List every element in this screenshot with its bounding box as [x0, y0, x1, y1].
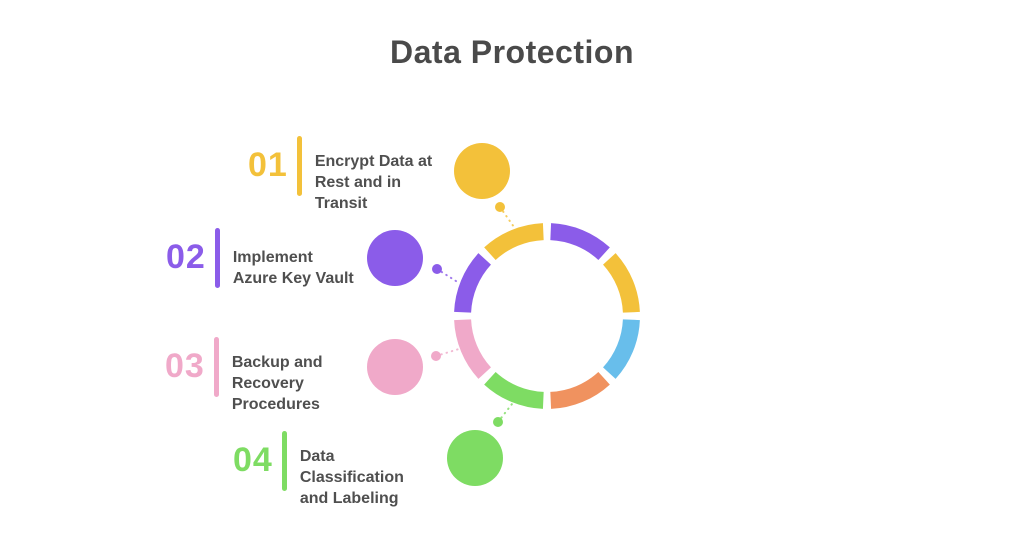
step-01: 01 Encrypt Data at Rest and in Transit — [248, 136, 432, 214]
step-02-label-line: Azure Key Vault — [232, 270, 354, 287]
ring-segment-bottom-left — [484, 371, 544, 409]
step-04-connector-line — [497, 403, 513, 423]
ring-segment-top-left — [484, 223, 544, 261]
step-01-circle — [454, 143, 510, 199]
step-04-label-line: Classification — [299, 469, 404, 486]
step-03: 03 Backup and Recovery Procedures — [165, 337, 323, 415]
step-03-number: 03 — [165, 347, 205, 385]
step-04-label-line: and Labeling — [299, 490, 399, 507]
step-01-label: Encrypt Data at Rest and in Transit — [315, 151, 432, 214]
step-02-circle — [367, 230, 423, 286]
step-04: 04 Data Classification and Labeling — [233, 431, 404, 509]
step-02-label-line: Implement — [232, 249, 313, 266]
step-02-label: Implement Azure Key Vault — [233, 247, 354, 289]
step-01-connector-dot — [495, 202, 505, 212]
step-03-connector-dot — [431, 351, 441, 361]
step-03-label-line: Recovery — [231, 375, 304, 392]
step-02-bar — [214, 228, 220, 288]
step-02-number: 02 — [166, 238, 206, 276]
step-02-connector-dot — [432, 264, 442, 274]
ring-segment-top-right — [550, 223, 610, 261]
step-01-label-line: Rest and in — [314, 174, 402, 191]
ring-segment-right-upper — [602, 253, 640, 313]
step-03-circle — [367, 339, 423, 395]
step-03-label-line: Procedures — [231, 396, 320, 413]
step-04-number: 04 — [233, 441, 273, 479]
step-04-bar — [281, 431, 287, 491]
step-03-label-line: Backup and — [231, 354, 323, 371]
step-04-label: Data Classification and Labeling — [300, 446, 404, 509]
step-02-connector-line — [436, 268, 460, 284]
step-04-connector-dot — [493, 417, 503, 427]
step-01-bar — [296, 136, 302, 196]
ring-segment-left-lower — [454, 319, 492, 379]
step-01-label-line: Transit — [314, 195, 368, 212]
page-title: Data Protection — [390, 34, 634, 70]
ring-segment-bottom-right — [550, 371, 610, 409]
step-03-label: Backup and Recovery Procedures — [232, 352, 323, 415]
ring-segment-left-upper — [454, 253, 492, 313]
step-01-label-line: Encrypt Data at — [314, 153, 433, 170]
step-02: 02 Implement Azure Key Vault — [166, 228, 354, 289]
step-01-connector-line — [499, 206, 515, 228]
step-03-bar — [213, 337, 219, 397]
step-01-number: 01 — [248, 146, 288, 184]
step-04-circle — [447, 430, 503, 486]
step-04-label-line: Data — [299, 448, 335, 465]
step-03-connector-line — [435, 348, 460, 357]
ring-segment-right-lower — [602, 319, 640, 379]
